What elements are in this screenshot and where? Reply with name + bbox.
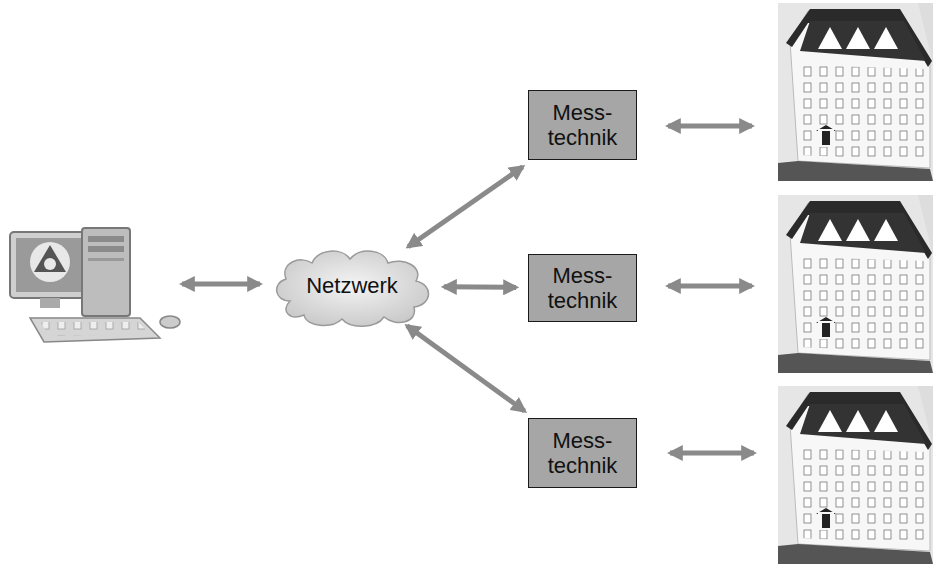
node-label: Mess- technik <box>538 428 628 479</box>
link-arrow <box>668 124 752 129</box>
process-box: Mess- technik <box>528 418 637 488</box>
node-label: Mess- technik <box>538 100 628 151</box>
connector-arrow <box>407 326 525 411</box>
connector-arrow <box>444 284 516 290</box>
link-arrow <box>182 282 260 287</box>
node-label: Netzwerk <box>306 273 398 298</box>
process-box: Mess- technik <box>528 254 637 322</box>
building-icon <box>778 195 933 373</box>
network-cloud: Netzwerk <box>268 243 436 329</box>
computer-icon <box>10 228 180 342</box>
process-box: Mess- technik <box>528 90 637 160</box>
node-label: Mess- technik <box>538 263 628 314</box>
building-icon <box>778 386 933 564</box>
building-icon <box>778 3 933 181</box>
link-arrow <box>668 284 752 289</box>
connector-arrow <box>408 167 522 247</box>
link-arrow <box>670 451 754 456</box>
